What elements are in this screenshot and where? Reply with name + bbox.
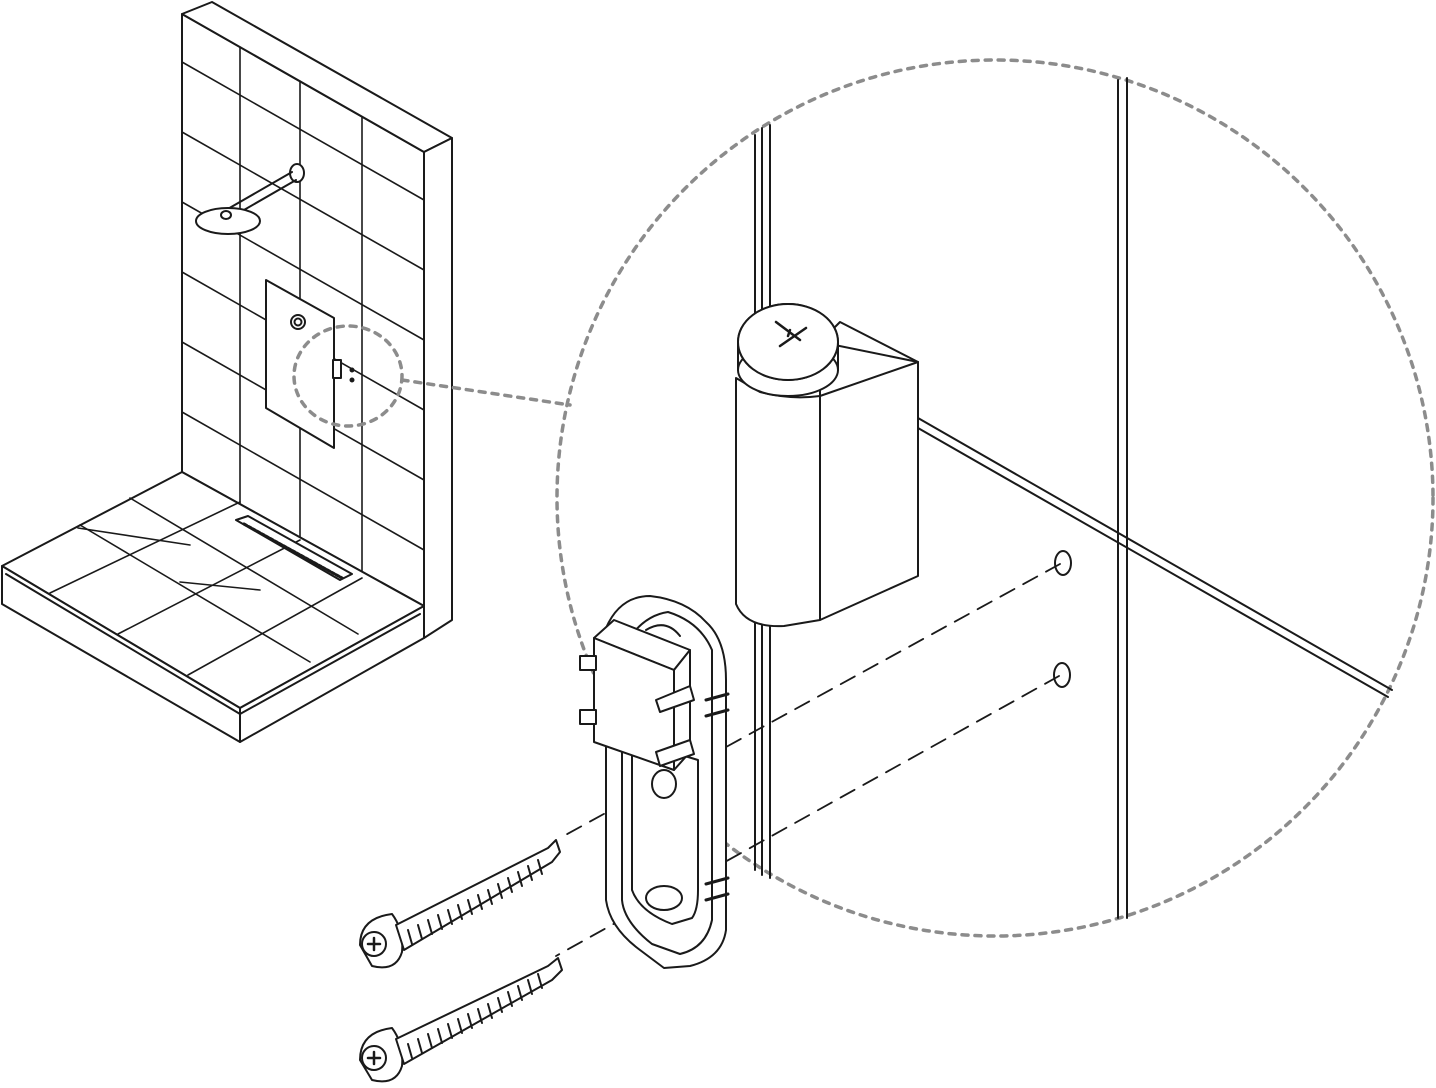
valve-plate [265,279,335,449]
callout-circle-small [292,324,404,428]
linear-drain [235,515,353,581]
screw [359,957,563,1083]
clip-on-cover [579,595,730,969]
callout-leader [400,378,572,407]
valve-knob [290,314,306,330]
drill-hole [1054,550,1072,576]
callout-circle-large [555,58,1435,938]
phillips-slot [774,320,808,348]
screw [359,839,561,969]
drill-hole [1053,662,1071,688]
wall-side [423,137,453,639]
detail-callout [292,58,1435,938]
shower-enclosure [1,1,453,743]
tray-side [239,605,425,743]
drill-holes [1053,550,1072,688]
zoomed-wall [754,77,1393,919]
wall-mounting-bracket [735,303,919,628]
bracket-small [332,359,342,379]
shower-head [195,163,305,235]
floor-tile-grid [49,497,363,676]
